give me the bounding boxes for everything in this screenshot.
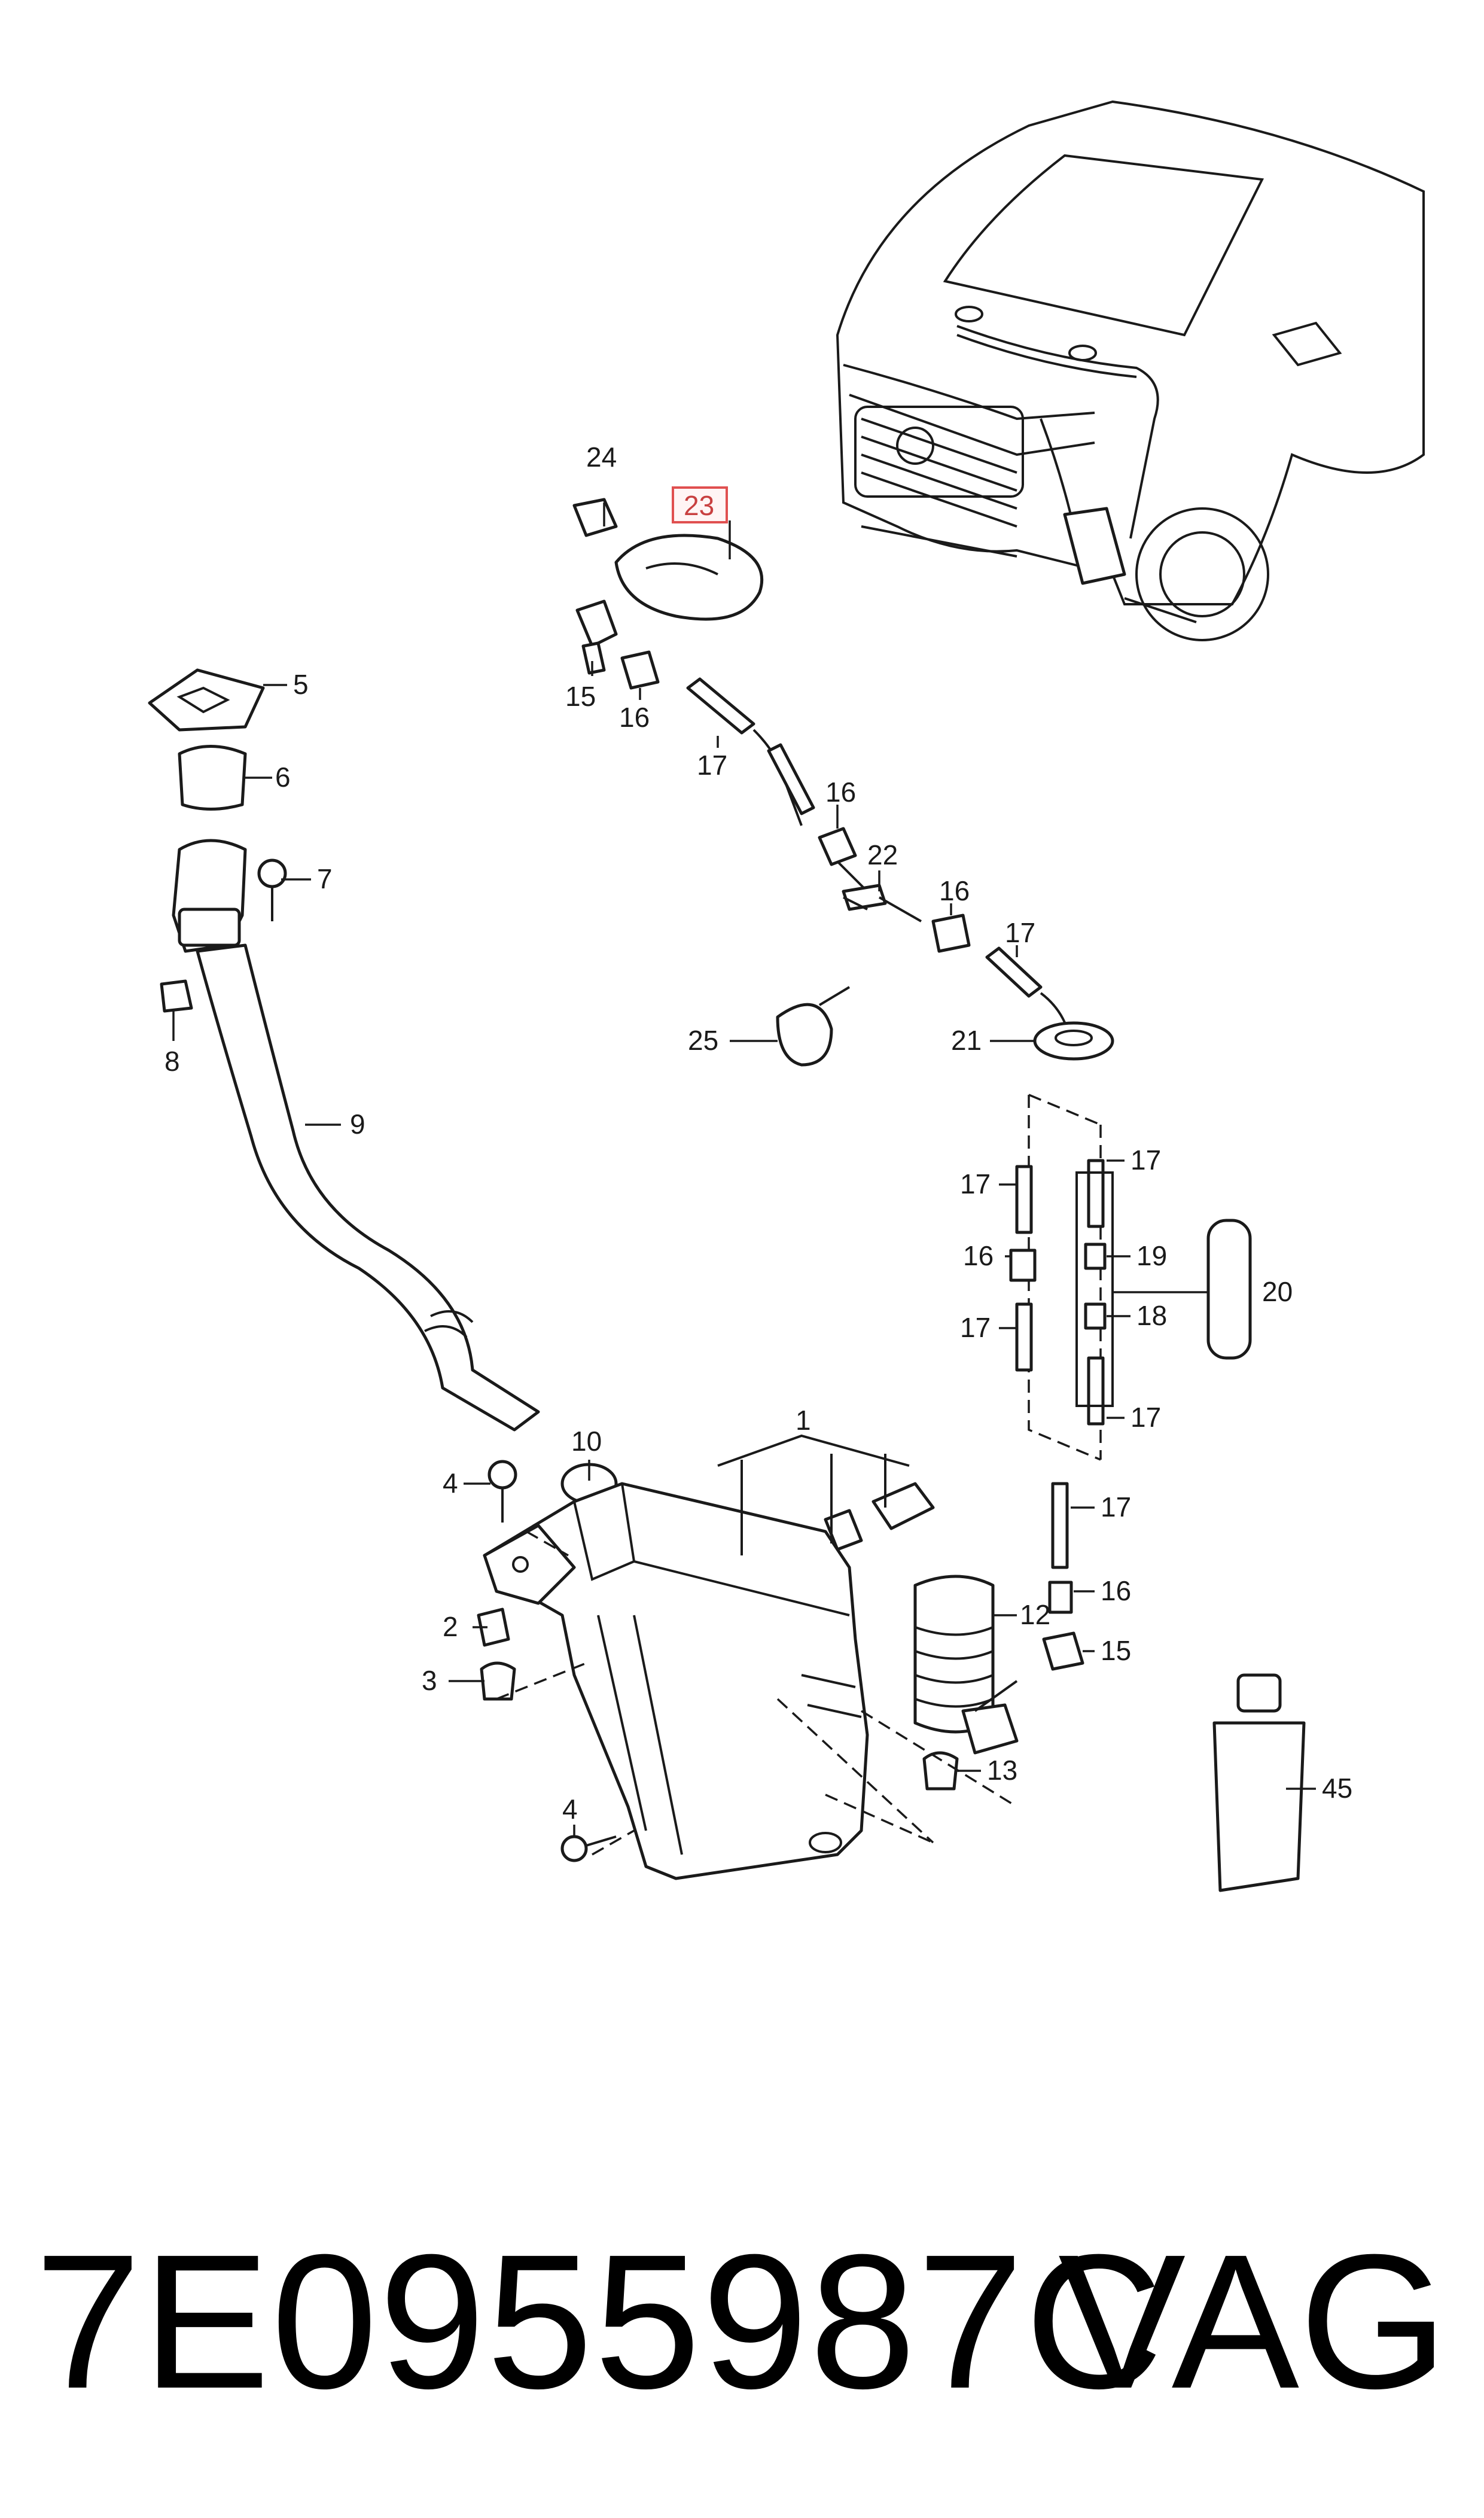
filler-hose: [196, 943, 540, 1432]
cable-tie-25: [776, 1003, 833, 1067]
callout-17c: 17: [960, 1168, 991, 1199]
callout-9: 9: [350, 1109, 365, 1140]
fasteners: [477, 1460, 617, 1862]
callout-16e: 16: [1101, 1575, 1131, 1606]
part-number: 7E0955987C: [35, 2214, 1165, 2428]
callout-4b: 4: [562, 1794, 578, 1825]
callout-2: 2: [443, 1611, 458, 1642]
callout-19: 19: [1136, 1240, 1167, 1271]
callout-4a: 4: [443, 1467, 458, 1499]
hose-line-upper: [620, 650, 1072, 1042]
callout-7: 7: [317, 863, 333, 894]
callout-17d: 17: [1130, 1144, 1161, 1176]
washer-system-diagram: 1 2 3 4 4 5 6 7 8 9 10 12 13 15 15 16 16…: [148, 100, 1425, 1892]
callout-3: 3: [422, 1665, 437, 1696]
screw-4a: [487, 1460, 517, 1490]
callout-16b: 16: [825, 777, 856, 808]
filler-assembly: [148, 668, 287, 1013]
callout-16c: 16: [939, 875, 970, 906]
callout-16a: 16: [619, 702, 650, 733]
sensor-set: [824, 1482, 935, 1551]
callout-22: 22: [867, 839, 898, 870]
elbow-15b: [1042, 1631, 1084, 1671]
vehicle-illustration: [836, 100, 1425, 641]
callout-16d: 16: [963, 1240, 994, 1271]
callout-45: 45: [1322, 1773, 1352, 1804]
fluid-bottle: [1212, 1673, 1306, 1892]
callout-17g: 17: [1101, 1491, 1131, 1523]
filler-cap: [148, 668, 265, 732]
screw-4b: [560, 1835, 588, 1862]
clip-8: [160, 979, 193, 1013]
filter-sieve: [178, 745, 247, 811]
clip-24: [572, 498, 618, 537]
callout-10: 10: [571, 1426, 602, 1457]
callout-1: 1: [796, 1405, 811, 1436]
grommet-13: [922, 1751, 959, 1791]
callout-17f: 17: [1130, 1402, 1161, 1433]
callout-6: 6: [275, 762, 291, 793]
sleeve-20: [1206, 1219, 1252, 1360]
callout-20: 20: [1262, 1276, 1293, 1307]
callout-17b: 17: [1005, 917, 1035, 948]
callout-17a: 17: [697, 750, 727, 781]
callout-18: 18: [1136, 1300, 1167, 1331]
callout-23: 23: [684, 490, 714, 521]
callout-8: 8: [164, 1046, 180, 1077]
grommet-21: [1033, 1021, 1114, 1061]
callout-13: 13: [987, 1755, 1017, 1786]
washer-pump: [913, 1575, 1019, 1791]
brand-label: VAG: [1058, 2214, 1448, 2428]
callout-24: 24: [586, 442, 617, 473]
callout-labels: 1 2 3 4 4 5 6 7 8 9 10 12 13 15 15 16 16…: [164, 442, 1352, 1825]
nozzle-assembly: [572, 498, 764, 675]
callout-21: 21: [951, 1025, 982, 1056]
grommet-3: [480, 1661, 516, 1701]
callout-17e: 17: [960, 1312, 991, 1343]
elbow-15a: [575, 599, 618, 648]
leader-lines: [172, 503, 1316, 1837]
callout-12: 12: [1020, 1599, 1050, 1630]
footer: 7E0955987C VAG: [0, 2225, 1484, 2477]
screw-7: [257, 858, 287, 888]
callout-15a: 15: [565, 681, 596, 712]
plug-2: [477, 1607, 510, 1647]
callout-25: 25: [688, 1025, 718, 1056]
callout-5: 5: [293, 669, 309, 700]
washer-nozzle: [614, 534, 764, 621]
washer-reservoir: [483, 1482, 869, 1880]
callout-15b: 15: [1101, 1635, 1131, 1666]
callout-23-highlight: 23: [672, 486, 728, 523]
hose-line-lower: [974, 1094, 1252, 1712]
